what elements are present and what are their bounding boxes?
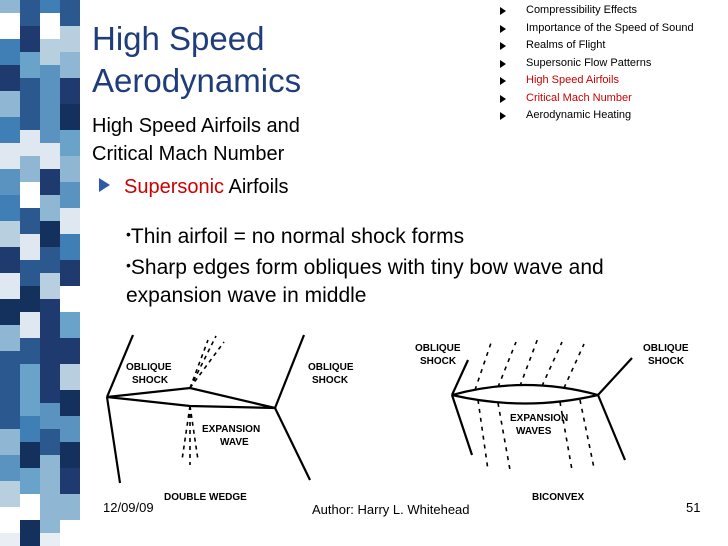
title-line: Aerodynamics xyxy=(92,62,302,99)
topic-item: Realms of Flight xyxy=(500,37,726,55)
airfoil-diagram: OBLIQUE SHOCK OBLIQUE SHOCK EXPANSION WA… xyxy=(105,334,689,503)
double-wedge-caption: DOUBLE WEDGE xyxy=(164,492,247,503)
left-oblique-shock-label: SHOCK xyxy=(132,375,169,386)
topic-list: Compressibility Effects Importance of th… xyxy=(500,2,726,125)
topic-item: Importance of the Speed of Sound xyxy=(500,20,726,38)
left-expansion-label: WAVE xyxy=(220,437,249,448)
topic-item: Aerodynamic Heating xyxy=(500,107,726,125)
bullet-icon xyxy=(500,59,506,68)
bullet-point: •Thin airfoil = no normal shock forms xyxy=(126,225,465,248)
right-expansion-label: WAVES xyxy=(516,426,552,437)
bullet-icon xyxy=(500,24,506,33)
bullet-icon xyxy=(500,94,506,103)
topic-item: High Speed Airfoils xyxy=(500,72,726,90)
right-oblique-shock-label: SHOCK xyxy=(420,356,457,367)
bullet-point-continuation: expansion wave in middle xyxy=(126,284,367,307)
section-heading: Supersonic Airfoils xyxy=(99,176,289,199)
left-oblique-shock-label-2: SHOCK xyxy=(312,375,349,386)
bullet-icon xyxy=(500,42,506,50)
bullet-icon xyxy=(500,77,506,85)
bullet-icon xyxy=(99,178,110,192)
slide-title: High Speed Aerodynamics xyxy=(92,18,301,102)
footer-author: Author: Harry L. Whitehead xyxy=(312,502,470,517)
double-wedge-figure xyxy=(105,334,311,484)
bullet-icon xyxy=(500,112,506,120)
bullet-points: •Thin airfoil = no normal shock forms •S… xyxy=(126,220,604,310)
topic-item: Compressibility Effects xyxy=(500,2,726,20)
topic-item: Critical Mach Number xyxy=(500,90,726,108)
title-line: High Speed xyxy=(92,20,265,57)
biconvex-caption: BICONVEX xyxy=(532,492,585,503)
heading-rest: Airfoils xyxy=(224,176,289,198)
heading-highlight: Supersonic xyxy=(124,176,225,198)
left-expansion-label: EXPANSION xyxy=(202,424,260,435)
double-wedge-airfoil xyxy=(106,386,276,410)
slide-subtitle: High Speed Airfoils and Critical Mach Nu… xyxy=(92,112,300,168)
biconvex-figure xyxy=(450,337,633,471)
right-oblique-shock-label: OBLIQUE xyxy=(415,343,461,354)
right-oblique-shock-label-2: OBLIQUE xyxy=(643,343,689,354)
topic-item: Supersonic Flow Patterns xyxy=(500,55,726,73)
subtitle-line: Critical Mach Number xyxy=(92,143,285,165)
footer-page-number: 51 xyxy=(686,500,701,515)
left-oblique-shock-label-2: OBLIQUE xyxy=(308,362,354,373)
right-expansion-label: EXPANSION xyxy=(510,413,568,424)
left-oblique-shock-label: OBLIQUE xyxy=(126,362,172,373)
biconvex-airfoil xyxy=(451,383,599,405)
bullet-icon xyxy=(500,7,506,15)
footer-date: 12/09/09 xyxy=(103,500,154,515)
decorative-mosaic-strip xyxy=(0,0,80,546)
right-oblique-shock-label-2: SHOCK xyxy=(648,356,685,367)
bullet-point: •Sharp edges form obliques with tiny bow… xyxy=(126,256,604,279)
subtitle-line: High Speed Airfoils and xyxy=(92,115,300,137)
